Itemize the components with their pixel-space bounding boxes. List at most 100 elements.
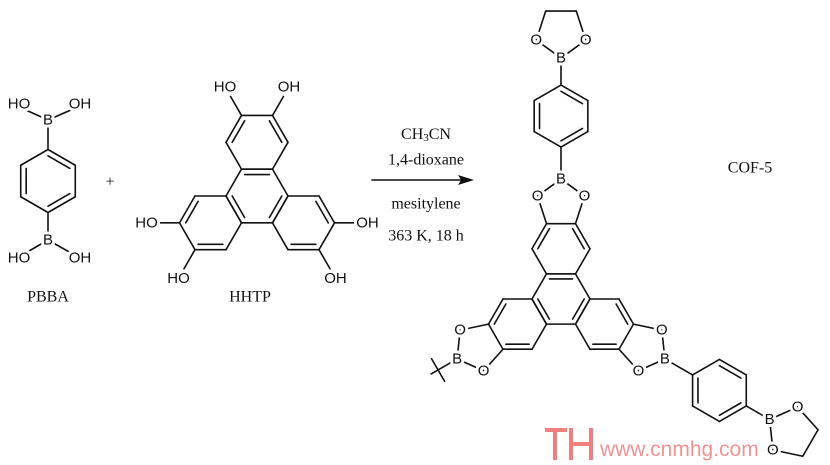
cof-oxygen-atom: O bbox=[454, 322, 466, 339]
watermark-logo bbox=[545, 428, 593, 460]
cof-outer-ring-bond bbox=[574, 247, 591, 275]
cof-phenylene-ring-double-bond bbox=[718, 364, 742, 379]
cof-outer-ring-bond bbox=[531, 222, 548, 250]
hhtp-central-ring-bond bbox=[225, 168, 243, 197]
hhtp-central-ring-double-bond bbox=[231, 195, 246, 219]
hhtp-c-o-bond bbox=[183, 248, 196, 270]
cof-outer-ring-bond bbox=[618, 298, 635, 325]
product-label: COF-5 bbox=[728, 160, 772, 177]
hhtp-outer-ring-bond bbox=[178, 195, 196, 224]
cof-c-o-bond bbox=[618, 348, 640, 372]
cof-oxygen-atom: O bbox=[767, 441, 779, 458]
cof-outer-ring-double-bond bbox=[493, 303, 507, 325]
cof-oxygen-atom: O bbox=[792, 399, 804, 416]
cof-outer-ring-double-bond bbox=[615, 303, 629, 325]
watermark: www.cnmhg.com bbox=[545, 428, 759, 461]
pbba-b-o-bond bbox=[47, 239, 81, 259]
cof-c-o-bond bbox=[632, 323, 663, 331]
cof-c-o-bond bbox=[482, 348, 504, 372]
cof-oxygen-atom: O bbox=[478, 362, 490, 379]
cof-oxygen-atom: O bbox=[656, 322, 668, 339]
dioxaborolane-bond bbox=[768, 406, 799, 421]
cof-phenylene-ring-bond bbox=[560, 130, 589, 148]
dioxaborolane-bond bbox=[768, 418, 774, 451]
pbba-boron-atom: B bbox=[43, 112, 53, 129]
cof-phenylene-ring-bond bbox=[718, 358, 748, 376]
cof-outer-ring-bond bbox=[487, 298, 504, 325]
cof-outer-ring-bond bbox=[574, 222, 591, 250]
dioxaborolane-bond bbox=[535, 10, 547, 41]
cof-o-b-bond bbox=[661, 329, 666, 360]
hhtp-outer-ring-bond bbox=[318, 222, 336, 251]
hhtp-outer-ring-bond bbox=[271, 114, 289, 144]
cof-outer-ring-bond bbox=[531, 323, 548, 351]
pbba-ring-bond bbox=[47, 148, 77, 167]
cof-oxygen-atom: O bbox=[579, 188, 591, 205]
cof-phenylene-ring-bond bbox=[533, 84, 562, 102]
hhtp-c-o-bond bbox=[271, 95, 285, 117]
hhtp-hydroxyl: OH bbox=[356, 214, 379, 231]
pbba-ring-double-bond bbox=[47, 192, 71, 207]
cof-outer-ring-bond bbox=[574, 323, 591, 351]
hhtp-central-ring-bond bbox=[271, 168, 289, 197]
hhtp-hydroxyl: HO bbox=[214, 78, 237, 95]
dioxaborolane-bond bbox=[801, 428, 819, 458]
cof-outer-ring-bond bbox=[531, 298, 548, 325]
pbba-ring-bond bbox=[19, 195, 49, 214]
hhtp-label: HHTP bbox=[229, 289, 271, 306]
cof-o-b-bond bbox=[456, 358, 485, 372]
hhtp-hydroxyl: OH bbox=[324, 270, 347, 287]
condition-temp-time: 363 K, 18 h bbox=[388, 228, 464, 245]
pbba-b-o-bond bbox=[47, 105, 81, 121]
pbba-b-o-bond bbox=[16, 105, 49, 121]
hhtp-outer-ring-double-bond bbox=[315, 200, 330, 224]
condition-solvent-2: 1,4-dioxane bbox=[388, 152, 464, 169]
plus-sign: + bbox=[105, 174, 114, 191]
pbba-hydroxyl: OH bbox=[69, 250, 92, 267]
dioxaborolane-bond bbox=[535, 39, 562, 59]
cof-oxygen-atom: O bbox=[532, 188, 544, 205]
pbba-ring-bond bbox=[47, 195, 77, 214]
cof-o-b-bond bbox=[456, 329, 461, 360]
pbba-ring-bond bbox=[19, 148, 49, 167]
hhtp-outer-ring-double-bond bbox=[268, 120, 283, 144]
cof-o-b-bond bbox=[560, 178, 586, 197]
cof-oxygen-atom: O bbox=[633, 362, 645, 379]
cof-phenylene-ring-bond bbox=[691, 405, 721, 423]
cof-c-o-bond bbox=[574, 195, 586, 225]
hhtp-outer-ring-bond bbox=[225, 222, 243, 251]
cof-oxygen-atom: O bbox=[530, 32, 542, 49]
dioxaborolane-bond bbox=[560, 39, 587, 59]
hhtp-hydroxyl: HO bbox=[167, 270, 190, 287]
pbba-label: PBBA bbox=[27, 289, 69, 306]
cof-outer-ring-double-bond bbox=[571, 227, 586, 250]
pbba-hydroxyl: OH bbox=[69, 96, 92, 113]
cof-o-b-bond bbox=[536, 178, 562, 197]
cof-phenylene-ring-double-bond bbox=[560, 127, 584, 142]
hhtp-hydroxyl: HO bbox=[135, 214, 158, 231]
hhtp-central-ring-double-bond bbox=[268, 195, 283, 219]
pbba-b-o-bond bbox=[16, 239, 49, 259]
dioxaborolane-bond bbox=[772, 449, 804, 458]
condition-solvent-3: mesitylene bbox=[391, 196, 460, 213]
hhtp-outer-ring-bond bbox=[271, 141, 289, 170]
hhtp-outer-ring-double-bond bbox=[184, 200, 199, 224]
pbba-ring-double-bond bbox=[47, 155, 71, 170]
hhtp-outer-ring-bond bbox=[225, 114, 243, 144]
cof-central-ring-double-bond bbox=[571, 298, 586, 320]
cof-central-ring-double-bond bbox=[536, 298, 551, 320]
cof-boron-atom: B bbox=[660, 350, 670, 367]
cof-truncated-bond bbox=[430, 358, 458, 375]
periodic-bond-break-mark bbox=[430, 357, 446, 383]
cof-phenylene-ring-bond bbox=[691, 358, 721, 376]
cof-outer-ring-bond bbox=[487, 323, 504, 351]
cof-boron-atom: B bbox=[556, 171, 566, 188]
dioxaborolane-bond bbox=[796, 406, 819, 431]
cof-boron-atom: B bbox=[765, 411, 775, 428]
cof-outer-ring-bond bbox=[531, 247, 548, 275]
hhtp-outer-ring-bond bbox=[178, 222, 196, 251]
hhtp-outer-ring-double-bond bbox=[231, 120, 246, 144]
